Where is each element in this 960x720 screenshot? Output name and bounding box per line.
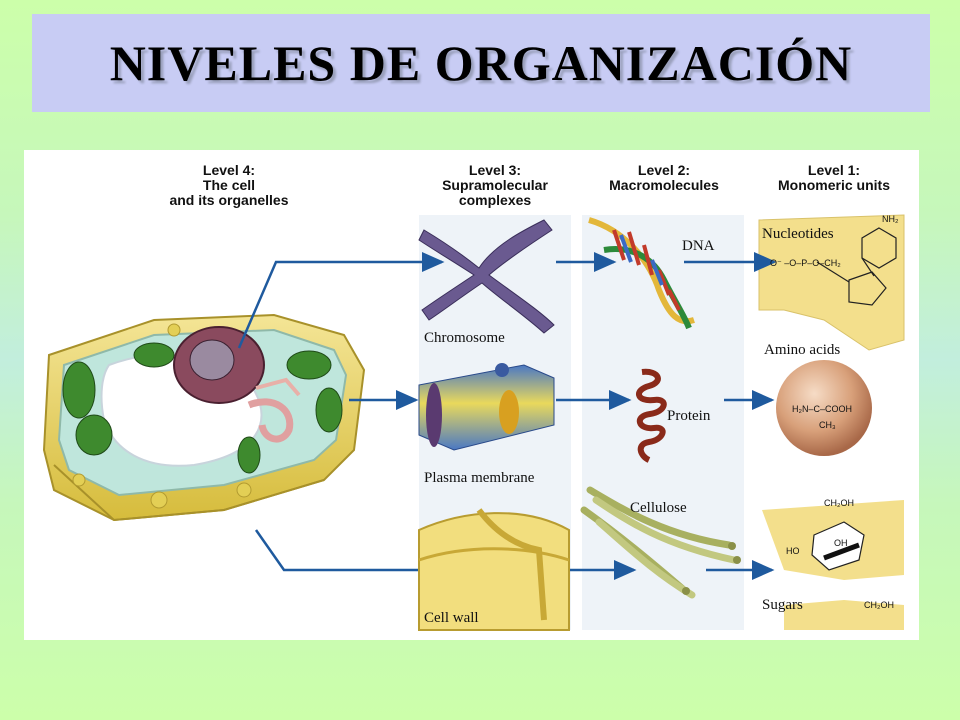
header-level4: Level 4: The cell and its organelles: [134, 163, 324, 208]
aminoacid-sphere: [776, 360, 872, 456]
label-nucleotides: Nucleotides: [762, 226, 834, 242]
label-cell-wall: Cell wall: [424, 610, 479, 626]
chem-oh: OH: [834, 538, 848, 548]
header-level3: Level 3: Supramolecular complexes: [419, 163, 571, 208]
cellwall-graphic: [418, 508, 570, 631]
header-level2: Level 2: Macromolecules: [584, 163, 744, 193]
levels-figure: Level 4: The cell and its organelles Lev…: [24, 150, 919, 640]
chem-phosphate: O⁻ –O–P–O–CH₂: [770, 258, 841, 268]
chem-ch3: CH₃: [819, 420, 836, 430]
label-plasma-membrane: Plasma membrane: [424, 470, 535, 486]
protein-graphic: [636, 368, 667, 463]
label-cellulose: Cellulose: [630, 500, 687, 516]
cellulose-graphic: [580, 486, 741, 599]
sugar2-paper: [784, 600, 904, 630]
title-banner: NIVELES DE ORGANIZACIÓN: [32, 14, 930, 112]
page-title: NIVELES DE ORGANIZACIÓN: [109, 35, 853, 91]
label-dna: DNA: [682, 238, 715, 254]
label-sugars: Sugars: [762, 597, 803, 613]
header-level3-line1: Level 3:: [468, 162, 522, 178]
sugar-structure: [811, 521, 865, 571]
header-level2-line1: Level 2:: [637, 162, 691, 178]
header-level4-line3: and its organelles: [169, 192, 289, 208]
arrows: [237, 252, 777, 580]
header-level1-line2: Monomeric units: [777, 177, 890, 193]
header-level3-line3: complexes: [458, 192, 532, 208]
nucleotide-structure: [816, 227, 897, 306]
header-level3-line2: Supramolecular: [442, 177, 548, 193]
label-chromosome: Chromosome: [424, 330, 505, 346]
membrane-graphic: [418, 363, 555, 451]
chem-amino: H₂N–C–COOH: [792, 404, 853, 414]
chem-ho: HO: [786, 546, 800, 556]
header-level4-line1: Level 4:: [202, 162, 256, 178]
arrow-cell-to-wall: [254, 529, 442, 580]
label-amino-acids: Amino acids: [764, 342, 841, 358]
chromosome-graphic: [418, 219, 555, 334]
header-level1: Level 1: Monomeric units: [754, 163, 914, 193]
arrow-cell-to-chromosome: [237, 252, 445, 349]
chem-ch2oh-1: CH₂OH: [824, 498, 854, 508]
chem-nh2: NH₂: [882, 214, 899, 224]
nucleotide-paper: [758, 214, 905, 351]
label-protein: Protein: [667, 408, 711, 424]
plant-cell: [42, 313, 366, 522]
chem-ch2oh-2: CH₂OH: [864, 600, 894, 610]
header-level4-line2: The cell: [202, 177, 256, 193]
header-level1-line1: Level 1:: [807, 162, 861, 178]
header-level2-line2: Macromolecules: [609, 177, 719, 193]
dna-graphic: [588, 217, 695, 330]
figure-graphics: [42, 214, 905, 631]
